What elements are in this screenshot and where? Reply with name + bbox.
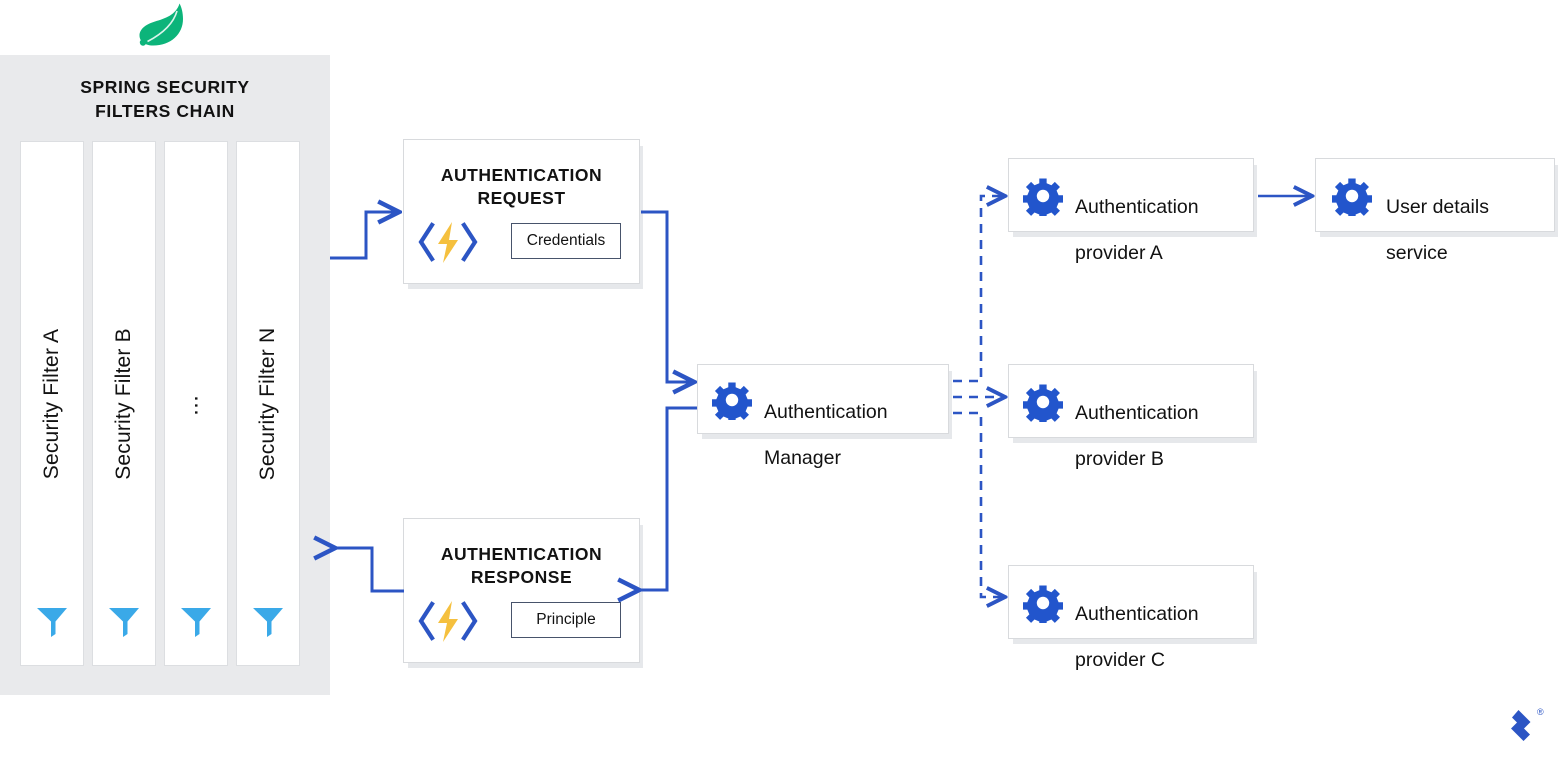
authentication-provider-c-label: Authentication provider C — [1075, 580, 1199, 695]
authentication-provider-b-label-line2: provider B — [1075, 448, 1164, 470]
connector-response-to-filter — [334, 548, 404, 593]
connector-manager-to-response — [638, 406, 697, 590]
connector-manager-to-provider-a — [953, 196, 1004, 383]
authentication-response-card[interactable]: AUTHENTICATION RESPONSE Principle — [403, 518, 640, 663]
gear-icon — [1332, 178, 1372, 216]
principle-chip[interactable]: Principle — [511, 602, 621, 638]
filter-column-a-label: Security Filter A — [40, 328, 63, 479]
gear-icon — [1023, 384, 1063, 422]
filters-chain-title-line2: FILTERS CHAIN — [95, 101, 235, 121]
user-details-service-label-line2: service — [1386, 242, 1448, 264]
authentication-provider-b-label: Authentication provider B — [1075, 379, 1199, 494]
credentials-chip-label: Credentials — [526, 232, 606, 249]
filters-chain-title: SPRING SECURITY FILTERS CHAIN — [0, 75, 330, 123]
user-details-service-label-line1: User details — [1386, 196, 1489, 218]
authentication-provider-b-label-line1: Authentication — [1075, 402, 1199, 424]
authentication-provider-a-label-line2: provider A — [1075, 242, 1163, 264]
authentication-provider-c-card[interactable]: Authentication provider C — [1008, 565, 1254, 671]
principle-chip-label: Principle — [536, 611, 596, 628]
authentication-response-title-line1: AUTHENTICATION — [440, 544, 603, 564]
authentication-provider-c-label-line1: Authentication — [1075, 603, 1199, 625]
authentication-request-title-line2: REQUEST — [477, 188, 566, 208]
funnel-icon — [37, 608, 67, 637]
authentication-provider-a-label: Authentication provider A — [1075, 173, 1199, 288]
funnel-icon — [253, 608, 283, 637]
authentication-manager-label-line2: Manager — [764, 447, 841, 469]
filter-column-ellipsis-label: ⋯ — [184, 391, 208, 416]
filters-chain-title-line1: SPRING SECURITY — [80, 77, 250, 97]
gear-icon — [1023, 585, 1063, 623]
code-lightning-icon — [418, 222, 478, 263]
authentication-manager-label: Authentication Manager — [764, 378, 888, 493]
authentication-manager-card[interactable]: Authentication Manager — [697, 364, 949, 469]
gear-icon — [712, 382, 752, 420]
spring-leaf-logo — [139, 3, 183, 46]
filter-columns-row: Security Filter A Security Filter B ⋯ Se… — [20, 141, 310, 666]
filter-column-n[interactable]: Security Filter N — [236, 141, 300, 666]
registered-mark: ® — [1537, 707, 1544, 717]
authentication-request-card[interactable]: AUTHENTICATION REQUEST Credentials — [403, 139, 640, 284]
funnel-icon — [181, 608, 211, 637]
code-lightning-icon — [418, 601, 478, 642]
authentication-request-title: AUTHENTICATION REQUEST — [404, 164, 639, 210]
funnel-icon — [109, 608, 139, 637]
filter-column-b[interactable]: Security Filter B — [92, 141, 156, 666]
user-details-service-card[interactable]: User details service — [1315, 158, 1555, 264]
user-details-service-label: User details service — [1386, 173, 1489, 288]
authentication-provider-a-label-line1: Authentication — [1075, 196, 1199, 218]
gear-icon — [1023, 178, 1063, 216]
authentication-provider-c-label-line2: provider C — [1075, 649, 1165, 671]
filter-column-b-label: Security Filter B — [112, 327, 135, 480]
toptal-logo: ® — [1511, 707, 1544, 741]
authentication-provider-b-card[interactable]: Authentication provider B — [1008, 364, 1254, 470]
connector-filter-to-request — [330, 212, 398, 260]
authentication-request-title-line1: AUTHENTICATION — [440, 165, 603, 185]
credentials-chip[interactable]: Credentials — [511, 223, 621, 259]
authentication-manager-label-line1: Authentication — [764, 401, 888, 423]
authentication-response-title: AUTHENTICATION RESPONSE — [404, 543, 639, 589]
filter-column-n-label: Security Filter N — [256, 327, 279, 480]
filter-column-ellipsis[interactable]: ⋯ — [164, 141, 228, 666]
spring-security-filters-chain-panel: SPRING SECURITY FILTERS CHAIN Security F… — [0, 55, 330, 695]
connector-manager-to-provider-c — [953, 411, 1004, 597]
authentication-provider-a-card[interactable]: Authentication provider A — [1008, 158, 1254, 264]
connector-request-to-manager — [641, 210, 693, 382]
filter-column-a[interactable]: Security Filter A — [20, 141, 84, 666]
authentication-response-title-line2: RESPONSE — [470, 567, 573, 587]
